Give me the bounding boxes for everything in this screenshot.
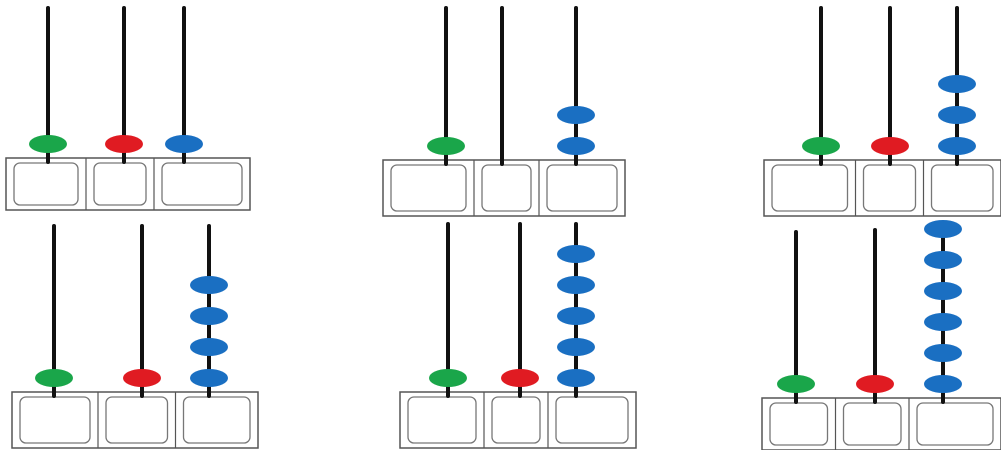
blue-bead [557, 106, 595, 124]
place-value-box [105, 396, 169, 444]
blue-bead [924, 375, 962, 393]
place-value-box [481, 164, 532, 212]
blue-bead [557, 338, 595, 356]
place-value-box [13, 162, 79, 206]
place-value-box [930, 164, 994, 212]
blue-bead [165, 135, 203, 153]
green-bead [802, 137, 840, 155]
place-value-box [555, 396, 629, 444]
place-value-box [407, 396, 477, 444]
blue-bead [557, 369, 595, 387]
blue-bead [924, 251, 962, 269]
abacus-6 [761, 220, 1001, 450]
place-value-box [93, 162, 147, 206]
blue-bead [924, 344, 962, 362]
place-value-box [771, 164, 849, 212]
abacus-4 [11, 224, 259, 449]
blue-bead [938, 106, 976, 124]
green-bead [35, 369, 73, 387]
place-value-box [842, 402, 902, 446]
blue-bead [190, 307, 228, 325]
blue-bead [557, 137, 595, 155]
place-value-box [182, 396, 251, 444]
abacus-5 [399, 222, 637, 449]
red-bead [871, 137, 909, 155]
blue-bead [190, 338, 228, 356]
blue-bead [924, 220, 962, 238]
place-value-box [916, 402, 994, 446]
green-bead [427, 137, 465, 155]
blue-bead [924, 282, 962, 300]
abacus-1 [5, 6, 251, 211]
blue-bead [557, 276, 595, 294]
red-bead [123, 369, 161, 387]
green-bead [777, 375, 815, 393]
blue-bead [190, 276, 228, 294]
red-bead [856, 375, 894, 393]
abacus-2 [382, 6, 626, 217]
place-value-box [546, 164, 618, 212]
place-value-box [491, 396, 541, 444]
place-value-box [390, 164, 467, 212]
blue-bead [938, 137, 976, 155]
blue-bead [938, 75, 976, 93]
red-bead [501, 369, 539, 387]
abacus-3 [763, 6, 1001, 217]
place-value-box [161, 162, 243, 206]
place-value-box [19, 396, 91, 444]
blue-bead [557, 307, 595, 325]
green-bead [429, 369, 467, 387]
blue-bead [190, 369, 228, 387]
place-value-box [769, 402, 829, 446]
place-value-box [862, 164, 917, 212]
blue-bead [557, 245, 595, 263]
red-bead [105, 135, 143, 153]
blue-bead [924, 313, 962, 331]
green-bead [29, 135, 67, 153]
